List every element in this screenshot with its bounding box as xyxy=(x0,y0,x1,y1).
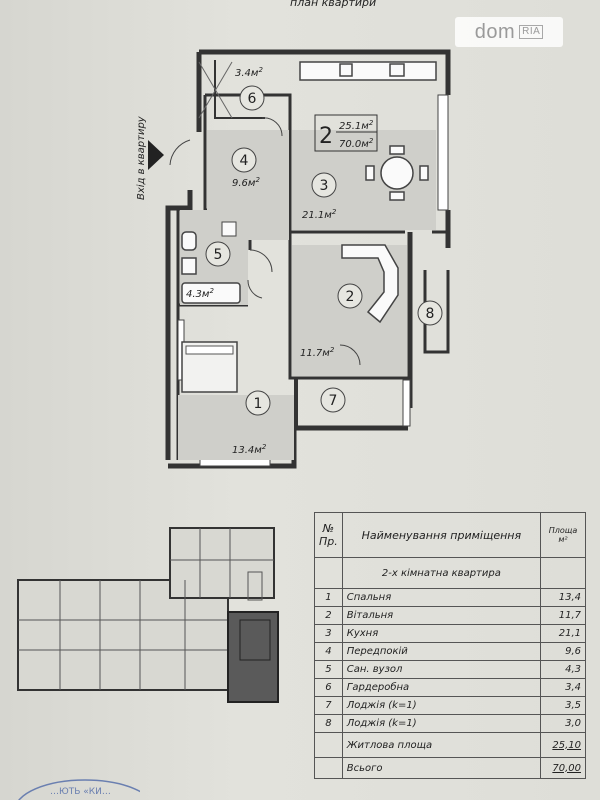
row-name: Кухня xyxy=(341,624,542,643)
door-swings xyxy=(169,117,361,366)
dining-table-icon xyxy=(365,145,429,201)
room-4-area: 9.6м2 xyxy=(232,176,260,189)
total-area-row-value: 70,00 xyxy=(540,757,586,779)
col-header-num: № Пр. xyxy=(314,512,343,558)
washer-icon xyxy=(221,221,237,237)
watermark-brand: dom xyxy=(474,20,516,43)
apartment-living-area: 25.1м2 xyxy=(339,119,374,132)
room-6-area: 3.4м2 xyxy=(235,66,263,79)
room-4-number: 4 xyxy=(240,153,249,169)
row-area: 3,5 xyxy=(540,696,586,715)
col-header-area: Площа м² xyxy=(540,512,586,558)
key-plan-drawing xyxy=(17,527,279,703)
col-header-name: Найменування приміщення xyxy=(341,512,542,558)
row-area: 3,0 xyxy=(540,714,586,733)
room-1-marker xyxy=(245,390,271,416)
row-name: Гардеробна xyxy=(341,678,542,697)
apartment-number: 2 xyxy=(319,124,333,149)
room-5-number: 5 xyxy=(214,247,223,263)
wardrobe-hatch xyxy=(198,61,233,119)
room-6-number: 6 xyxy=(248,91,257,107)
row-num: 6 xyxy=(314,678,343,697)
apartment-total-area: 70.0м2 xyxy=(339,137,374,150)
room-6-marker xyxy=(239,85,265,111)
row-name: Лоджія (k=1) xyxy=(341,696,542,715)
row-name: Спальня xyxy=(341,588,542,607)
room-5-area: 4.3м2 xyxy=(186,287,214,300)
kitchen-counter-icon xyxy=(299,61,437,81)
row-num: 1 xyxy=(314,588,343,607)
entrance-label: Вхід в квартиру xyxy=(135,115,147,200)
room-labels: 1 13.4м2 2 11.7м2 3 21.1м2 4 9.6м2 5 4.3м2 6 3.4м2 7… xyxy=(186,66,443,456)
row-name: Передпокій xyxy=(341,642,542,661)
toilet-icon xyxy=(181,231,197,251)
row-area: 4,3 xyxy=(540,660,586,679)
row-area: 21,1 xyxy=(540,624,586,643)
entrance-arrow-icon xyxy=(148,140,164,170)
sink-icon xyxy=(181,257,197,275)
row-num: 2 xyxy=(314,606,343,625)
watermark-badge: RIA xyxy=(519,25,544,39)
room-4-marker xyxy=(231,147,257,173)
living-area-row-value: 25,10 xyxy=(540,732,586,758)
total-area-row-label: Всього xyxy=(341,757,542,779)
apartment-label-box xyxy=(314,114,378,152)
living-area-row-label: Житлова площа xyxy=(341,732,542,758)
sofa-icon xyxy=(341,244,399,324)
row-num: 8 xyxy=(314,714,343,733)
room-2-area: 11.7м2 xyxy=(300,346,335,359)
row-name: Сан. вузол xyxy=(341,660,542,679)
row-num: 4 xyxy=(314,642,343,661)
room-3-marker xyxy=(311,172,337,198)
room-7-number: 7 xyxy=(329,393,338,409)
row-area: 13,4 xyxy=(540,588,586,607)
room-1-number: 1 xyxy=(254,396,263,412)
room-3-number: 3 xyxy=(320,178,329,194)
bathtub-icon xyxy=(181,282,241,304)
room-2-marker xyxy=(337,283,363,309)
plan-header-text: план квартири xyxy=(290,0,376,9)
room-1-area: 13.4м2 xyxy=(232,443,267,456)
room-8-number: 8 xyxy=(426,306,435,322)
room-3-area: 21.1м2 xyxy=(302,208,337,221)
pillow-icon xyxy=(185,345,234,355)
row-area: 11,7 xyxy=(540,606,586,625)
row-num: 3 xyxy=(314,624,343,643)
stamp-drawing: …ЮТЬ «КИ… xyxy=(18,779,140,800)
stamp-text: …ЮТЬ «КИ… xyxy=(50,787,111,797)
room-schedule-table: № Пр. Найменування приміщення Площа м² 2… xyxy=(314,512,586,779)
row-area: 3,4 xyxy=(540,678,586,697)
row-num: 5 xyxy=(314,660,343,679)
room-7-marker xyxy=(320,387,346,413)
table-subtitle: 2-х кімнатна квартира xyxy=(341,557,542,589)
row-name: Лоджія (k=1) xyxy=(341,714,542,733)
row-name: Вітальня xyxy=(341,606,542,625)
room-8-marker xyxy=(417,300,443,326)
row-area: 9,6 xyxy=(540,642,586,661)
room-5-marker xyxy=(205,241,231,267)
row-num: 7 xyxy=(314,696,343,715)
room-2-number: 2 xyxy=(346,289,355,305)
